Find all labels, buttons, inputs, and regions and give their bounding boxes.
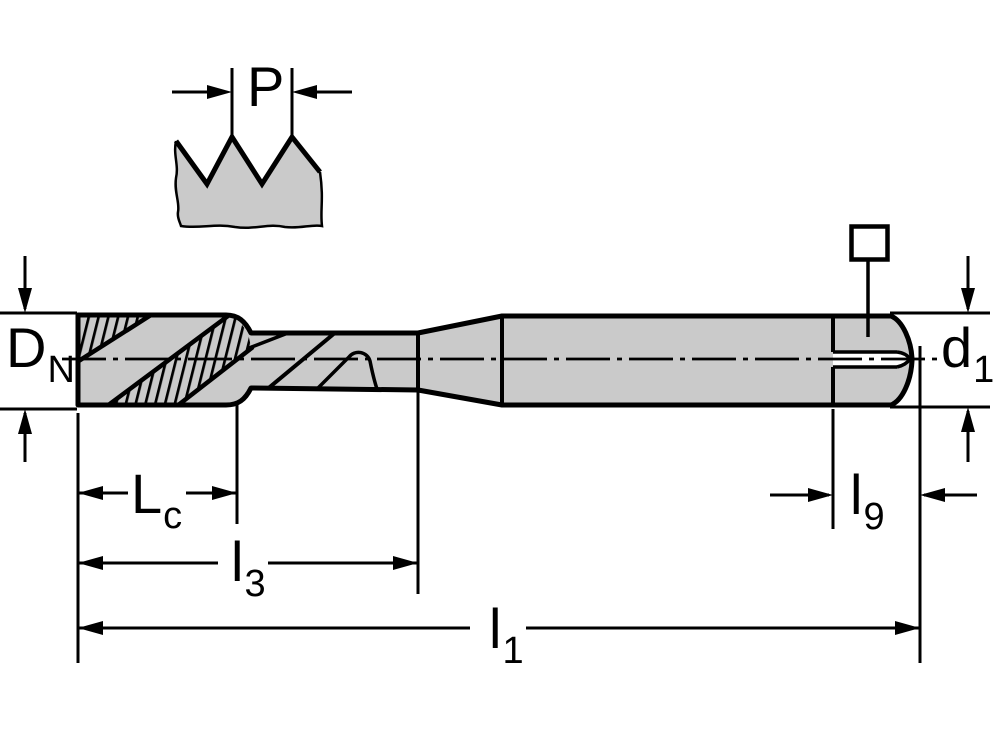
d1-arrow-down [961,288,975,313]
Lc-arrow-left [78,486,103,500]
thread-profile-break-edge [173,140,324,229]
flute-edges [78,315,379,405]
l3-arrow-left [78,556,103,570]
l9-arrow-right-tip [808,488,833,502]
thread-profile-detail [172,68,352,229]
extension-lines [76,346,922,663]
DN-arrow-down [18,288,32,313]
l1-arrow-right [895,621,920,635]
pitch-dimension [172,68,352,136]
shank-transition-lines [416,316,504,405]
thread-profile-outline [173,132,322,189]
label-l3: l3 [231,530,266,605]
Lc-arrow-right [212,486,237,500]
label-DN: DN [6,316,75,391]
label-d1: d1 [941,316,995,391]
l9-arrow-left-tip [920,488,945,502]
l3-arrow-right [393,556,418,570]
thread-profile-fill [175,137,322,228]
label-pitch-P: P [247,55,285,118]
pitch-arrow-left [207,85,232,99]
dimension-d1 [890,256,990,462]
label-Lc: Lc [131,462,183,537]
l1-arrow-left [78,621,103,635]
square-drive-symbol [849,224,890,337]
square-symbol-icon [849,224,890,262]
d1-arrow-up [961,407,975,432]
tap-body [62,312,938,408]
label-l9: l9 [850,463,885,538]
pitch-arrow-right [292,85,317,99]
label-l1: l1 [489,597,524,672]
DN-arrow-up [18,409,32,434]
